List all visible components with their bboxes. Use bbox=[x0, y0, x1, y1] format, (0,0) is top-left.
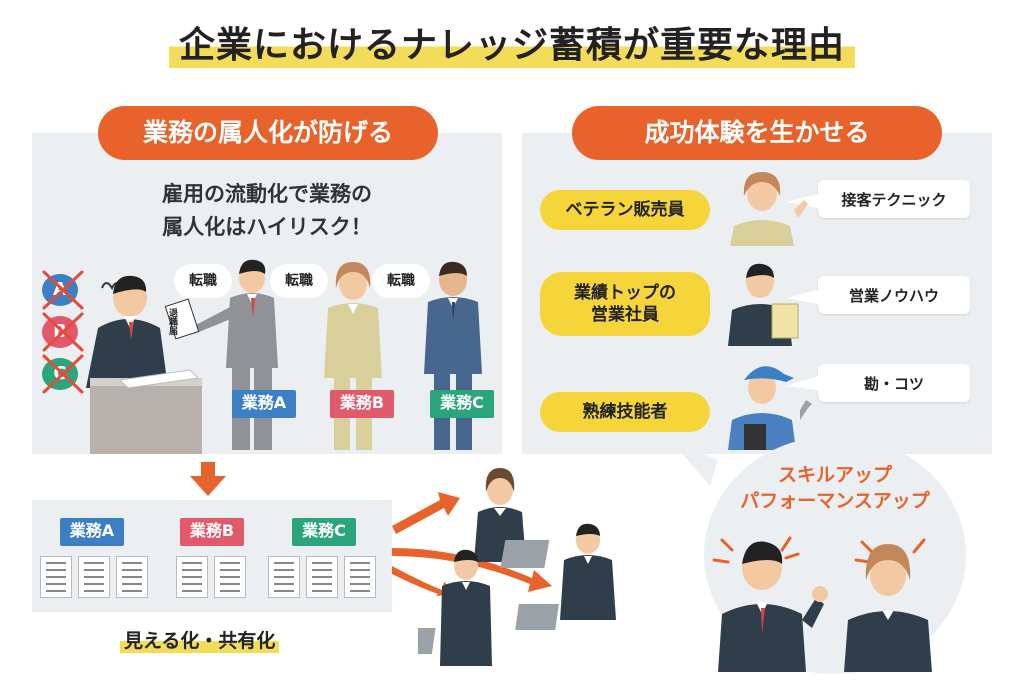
cross-marks-icon bbox=[42, 270, 84, 394]
document-icon bbox=[78, 556, 110, 598]
success-team-illustration bbox=[712, 536, 932, 672]
role-top-sales: 業績トップの 営業社員 bbox=[540, 272, 710, 336]
job-change-bubble-1: 転職 bbox=[174, 264, 232, 298]
role-skilled-technician: 熟練技能者 bbox=[540, 392, 710, 432]
document-icon bbox=[306, 556, 338, 598]
left-lead: 雇用の流動化で業務の 属人化はハイリスク！ bbox=[40, 178, 494, 244]
page-title-text: 企業におけるナレッジ蓄積が重要な理由 bbox=[168, 14, 855, 68]
document-icon bbox=[176, 556, 208, 598]
document-icon bbox=[344, 556, 376, 598]
left-heading: 業務の属人化が防げる bbox=[98, 106, 438, 160]
job-change-bubble-2: 転職 bbox=[270, 264, 328, 298]
right-heading: 成功体験を生かせる bbox=[572, 106, 942, 160]
document-icon bbox=[214, 556, 246, 598]
speech-pointers-icon bbox=[786, 194, 818, 390]
task-bag-c: 業務C bbox=[430, 390, 494, 418]
leaving-worker-1 bbox=[164, 259, 278, 450]
doc-tag-b: 業務B bbox=[180, 518, 244, 546]
resignation-letter-label: 退職届 bbox=[167, 308, 177, 335]
result-line2: パフォーマンスアップ bbox=[740, 490, 930, 512]
document-icon bbox=[268, 556, 300, 598]
skill-intuition: 勘・コツ bbox=[818, 364, 970, 402]
doc-tag-c: 業務C bbox=[292, 518, 356, 546]
skill-sales-knowhow: 営業ノウハウ bbox=[818, 276, 970, 314]
left-lead-line1: 雇用の流動化で業務の bbox=[162, 182, 372, 206]
job-change-bubble-3: 転職 bbox=[372, 264, 430, 298]
skill-customer-service: 接客テクニック bbox=[818, 180, 970, 218]
team-laptops-illustration bbox=[418, 468, 616, 666]
task-bag-b: 業務B bbox=[330, 390, 394, 418]
left-lead-line2: 属人化はハイリスク！ bbox=[162, 215, 372, 239]
technician-avatar bbox=[728, 366, 812, 450]
task-bag-a: 業務A bbox=[232, 390, 296, 418]
shared-visualization-label: 見える化・共有化 bbox=[120, 626, 280, 653]
document-icon bbox=[40, 556, 72, 598]
arrow-down-icon bbox=[190, 462, 226, 496]
doc-tag-a: 業務A bbox=[60, 518, 124, 546]
result-text: スキルアップ パフォーマンスアップ bbox=[712, 462, 958, 514]
veteran-sales-avatar bbox=[730, 172, 808, 246]
worried-worker-illustration bbox=[86, 275, 202, 454]
result-bubble-tail-icon bbox=[670, 440, 718, 486]
page-title: 企業におけるナレッジ蓄積が重要な理由 bbox=[0, 14, 1024, 68]
result-line1: スキルアップ bbox=[777, 464, 892, 486]
document-icon bbox=[116, 556, 148, 598]
top-sales-avatar bbox=[728, 263, 799, 346]
role-veteran-sales: ベテラン販売員 bbox=[540, 190, 710, 230]
